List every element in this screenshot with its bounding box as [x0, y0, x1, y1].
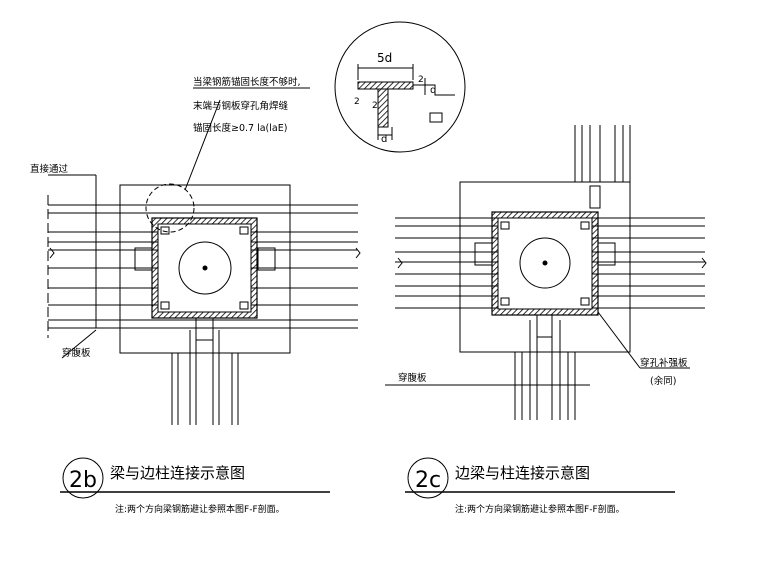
detail-title-2b: 梁与边柱连接示意图 — [110, 464, 245, 482]
detail-note-2b: 注:两个方向梁钢筋避让参照本图F-F剖面。 — [115, 503, 285, 515]
corner-bar — [160, 301, 170, 310]
concrete-column-outline — [119, 184, 291, 354]
break-mark-right — [355, 247, 361, 259]
hole-plate-label: 穿孔补强板 — [640, 357, 688, 369]
mark-c: 2 — [418, 75, 424, 85]
lower-column-2c — [514, 314, 576, 420]
title-block-2c — [405, 457, 675, 499]
dim-5d-label: 5d — [377, 51, 392, 65]
steel-corbel-left — [134, 247, 153, 271]
detail-2c-drawing — [385, 125, 707, 420]
steel-tube-circle-2c — [519, 237, 571, 289]
anchor-plate — [357, 81, 414, 90]
hole-plate-leader — [597, 311, 641, 369]
title-block-2b — [60, 457, 330, 499]
mark-a: 2 — [354, 97, 360, 107]
corner-bar — [239, 301, 249, 310]
label-leader-bottom — [61, 329, 97, 359]
steel-tube-circle — [178, 241, 232, 295]
corner-bar — [239, 226, 249, 235]
concrete-column-outline-2c — [459, 181, 631, 353]
beam-lines — [48, 204, 358, 329]
detail-callout — [334, 21, 466, 153]
steel-corbel-left-2c — [474, 242, 493, 266]
callout-circle — [145, 183, 195, 233]
detail-title-2c: 边梁与柱连接示意图 — [455, 464, 590, 482]
anchor-note-line3: 锚固长度≥0.7 la(laE) — [193, 122, 287, 134]
lower-column — [171, 317, 239, 425]
anchor-note-line1: 当梁钢筋锚固长度不够时, — [193, 76, 301, 88]
callout-leader — [184, 99, 221, 191]
straight-through-label: 直接通过 — [30, 163, 69, 175]
detail-2b-drawing — [47, 99, 361, 425]
detail-note-2c: 注:两个方向梁钢筋避让参照本图F-F剖面。 — [455, 503, 625, 515]
anchor-bar — [377, 88, 389, 128]
callout-outer-circle — [334, 21, 466, 153]
upper-column — [574, 125, 631, 209]
mark-b: 2 — [372, 101, 378, 111]
corner-bar — [160, 226, 170, 235]
detail-number-circle-2b — [62, 457, 104, 499]
hole-plate-note: (余同) — [650, 375, 676, 387]
steel-corbel-right — [257, 247, 276, 271]
anchor-note-line2: 末端与钢板穿孔角焊缝 — [193, 100, 289, 112]
through-plate-left-label: 穿腹板 — [62, 347, 91, 359]
break-mark-left — [49, 247, 55, 259]
detail-number-2b: 2b — [69, 468, 97, 493]
detail-number-2c: 2c — [415, 468, 441, 493]
dim-d-bottom-label: d — [381, 134, 387, 145]
detail-number-circle-2c — [407, 457, 449, 499]
through-plate-right-label: 穿腹板 — [398, 372, 427, 384]
center-mark — [202, 265, 208, 271]
steel-corbel-right-2c — [597, 242, 616, 266]
dim-d-right-label: d — [430, 85, 436, 96]
